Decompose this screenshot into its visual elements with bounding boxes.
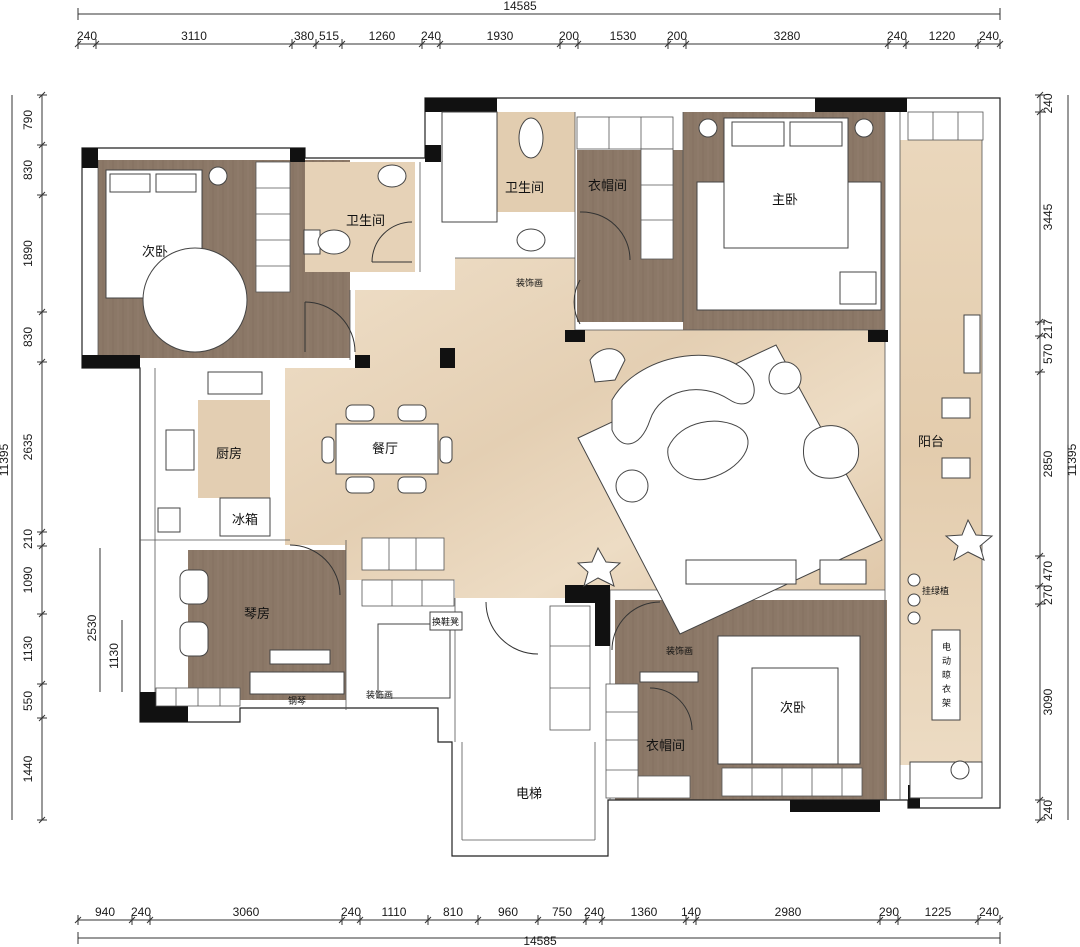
label-dining: 餐厅 <box>372 441 398 457</box>
dim-label: 750 <box>552 905 572 919</box>
dim-label: 1440 <box>21 755 35 782</box>
furniture <box>105 111 994 799</box>
label-piano-room: 琴房 <box>244 606 270 622</box>
svg-text:架: 架 <box>942 698 951 709</box>
dim-label: 515 <box>319 29 339 43</box>
label-decor-3: 装饰画 <box>366 689 393 701</box>
total-width-top: 14585 <box>503 0 537 13</box>
dim-label: 550 <box>21 691 35 711</box>
dim-label: 1260 <box>369 29 396 43</box>
dim-label: 217 <box>1041 319 1055 339</box>
left-dimensions: 11395 790 830 1890 830 2635 210 1090 1130 550 144… <box>0 91 123 824</box>
bottom-dimensions: 14585 940 240 3060 240 1110 810 960 750 240 1360 1… <box>74 905 1004 947</box>
dim-label: 240 <box>341 905 361 919</box>
dim-label: 830 <box>21 160 35 180</box>
dim-label: 240 <box>77 29 97 43</box>
label-decor-2: 装饰画 <box>666 645 693 657</box>
dim-label: 240 <box>979 29 999 43</box>
dim-label: 270 <box>1041 585 1055 605</box>
label-hanging-plant: 挂绿植 <box>922 585 949 597</box>
total-width-bottom: 14585 <box>523 934 557 947</box>
dim-label: 1890 <box>21 240 35 267</box>
svg-text:动: 动 <box>942 656 951 667</box>
top-dimensions: 14585 240 3110 380 515 1260 240 1930 200 1530 200… <box>74 0 1004 49</box>
inner-left-dim-1: 2530 <box>85 614 99 641</box>
label-bath-small: 卫生间 <box>346 214 385 229</box>
dim-label: 830 <box>21 327 35 347</box>
dim-label: 1225 <box>925 905 952 919</box>
inner-left-dim-2: 1130 <box>107 643 121 669</box>
wall-blocks <box>82 98 920 812</box>
dim-label: 3090 <box>1041 688 1055 715</box>
dim-label: 240 <box>1041 93 1055 113</box>
dim-label: 3110 <box>181 29 207 43</box>
dim-label: 960 <box>498 905 518 919</box>
label-kitchen: 厨房 <box>216 446 242 462</box>
dim-label: 200 <box>667 29 687 43</box>
dim-label: 200 <box>559 29 579 43</box>
dim-label: 1530 <box>610 29 637 43</box>
dim-label: 380 <box>294 29 314 43</box>
label-electric-rack: 电 动 晾 衣 架 <box>942 641 951 709</box>
dim-label: 240 <box>131 905 151 919</box>
label-balcony: 阳台 <box>918 435 944 450</box>
label-elevator: 电梯 <box>516 787 542 802</box>
dim-label: 1130 <box>21 636 35 662</box>
dim-label: 2980 <box>775 905 802 919</box>
dim-label: 2850 <box>1041 450 1055 477</box>
dim-label: 3445 <box>1041 203 1055 230</box>
label-piano: 钢琴 <box>288 695 306 707</box>
dim-label: 1090 <box>21 566 35 593</box>
dim-label: 3060 <box>233 905 260 919</box>
svg-text:衣: 衣 <box>942 683 951 695</box>
svg-text:晾: 晾 <box>942 669 951 681</box>
label-fridge: 冰箱 <box>232 512 258 528</box>
dim-label: 240 <box>584 905 604 919</box>
dim-label: 470 <box>1041 561 1055 581</box>
dim-label: 3280 <box>774 29 801 43</box>
dim-label: 570 <box>1041 344 1055 364</box>
dim-label: 2635 <box>21 433 35 460</box>
label-decor-1: 装饰画 <box>516 277 543 289</box>
dim-label: 210 <box>21 529 35 549</box>
dim-label: 240 <box>887 29 907 43</box>
label-shoe-bench: 换鞋凳 <box>432 616 459 628</box>
total-height-right: 11395 <box>1065 443 1079 476</box>
label-bedroom-nw: 次卧 <box>142 244 168 260</box>
kitchen-floor <box>198 400 270 498</box>
total-height-left: 11395 <box>0 443 11 476</box>
dim-label: 290 <box>879 905 899 919</box>
right-dimensions: 11395 240 3445 217 570 2850 470 270 3090 240 <box>1035 91 1079 824</box>
dim-label: 240 <box>421 29 441 43</box>
dim-label: 1360 <box>631 905 658 919</box>
dim-label: 1110 <box>382 905 407 919</box>
dim-label: 1930 <box>487 29 514 43</box>
label-master: 主卧 <box>772 193 798 208</box>
dim-label: 240 <box>1041 800 1055 820</box>
dim-label: 140 <box>681 905 701 919</box>
label-bath-top: 卫生间 <box>505 181 544 196</box>
label-closet-top: 衣帽间 <box>588 178 627 194</box>
label-closet-bottom: 衣帽间 <box>646 738 685 754</box>
dim-label: 1220 <box>929 29 956 43</box>
dim-label: 790 <box>21 110 35 130</box>
doors <box>289 211 693 731</box>
svg-text:电: 电 <box>942 641 951 653</box>
dim-label: 240 <box>979 905 999 919</box>
label-bedroom-se: 次卧 <box>780 700 806 716</box>
room-labels: 次卧 卫生间 卫生间 衣帽间 主卧 餐厅 厨房 冰箱 阳台 琴房 钢琴 次卧 衣… <box>142 178 951 802</box>
dim-label: 940 <box>95 905 115 919</box>
dim-label: 810 <box>443 905 463 919</box>
